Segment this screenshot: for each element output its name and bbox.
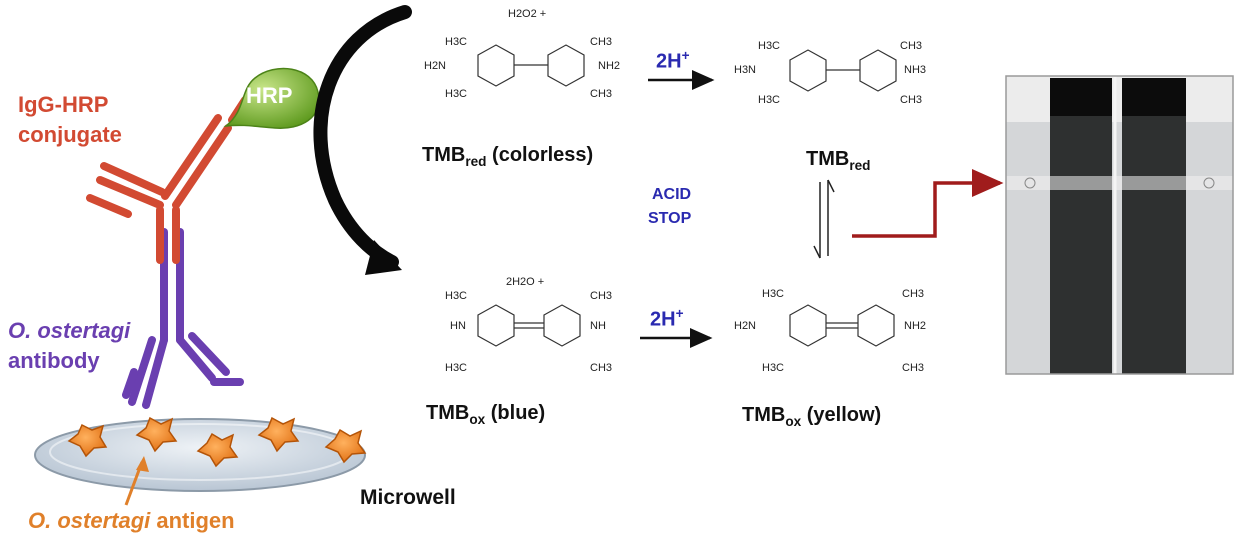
two-h-plus-bottom: 2H+ <box>650 306 684 331</box>
chem-h2n: H2N <box>734 320 757 332</box>
chem-h3c: H3C <box>445 88 468 100</box>
antigen-star-icon <box>324 428 367 464</box>
chem-ch3: CH3 <box>590 36 613 48</box>
antigen-star-icon <box>67 423 108 458</box>
chem-h3c: H3C <box>762 362 785 374</box>
chem-h3c: H3C <box>445 290 468 302</box>
chem-ch3: CH3 <box>590 290 613 302</box>
chem-h3c: H3C <box>445 362 468 374</box>
two-h-plus-top: 2H+ <box>656 48 690 73</box>
conjugate-label-line1: IgG-HRP <box>18 92 109 117</box>
microwell-label: Microwell <box>360 486 456 509</box>
equilibrium-arrows <box>813 179 835 259</box>
acid-label: ACID <box>652 186 692 203</box>
chem-ch3: CH3 <box>902 288 925 300</box>
chem-nh: NH <box>590 320 606 332</box>
chem-h2o2: H2O2 + <box>508 8 547 20</box>
antibody-label-line1: O. ostertagi <box>8 318 131 343</box>
tmb-ox-yellow-label: TMBox (yellow) <box>742 404 882 429</box>
chem-nh3: NH3 <box>904 64 927 76</box>
antigen-star-icon <box>257 416 300 453</box>
conjugate-label-line2: conjugate <box>18 122 122 147</box>
chem-ch3: CH3 <box>902 362 925 374</box>
antigen-star-icons <box>67 416 367 468</box>
chem-nh2: NH2 <box>904 320 927 332</box>
chem-h3c: H3C <box>758 94 781 106</box>
antibody-label-line2: antibody <box>8 348 100 373</box>
chem-h3c: H3C <box>762 288 785 300</box>
chem-ch3: CH3 <box>590 88 613 100</box>
chem-h3c: H3C <box>758 40 781 52</box>
chem-h2n: H2N <box>424 60 447 72</box>
result-arrow <box>852 169 1004 238</box>
antigen-star-icon <box>196 432 239 468</box>
tmb-red-colorless-label: TMBred (colorless) <box>422 144 594 169</box>
chem-h3n: H3N <box>734 64 757 76</box>
chem-2h2o: 2H2O + <box>506 276 545 288</box>
tmb-structures <box>477 44 897 347</box>
tmb-ox-blue-label: TMBox (blue) <box>426 402 546 427</box>
igg-hrp-conjugate <box>86 96 249 264</box>
chem-nh2: NH2 <box>598 60 621 72</box>
chem-ch3: CH3 <box>900 94 923 106</box>
stop-label: STOP <box>648 210 692 227</box>
chem-hn: HN <box>450 320 466 332</box>
reaction-curved-arrow <box>313 5 412 269</box>
chem-h3c: H3C <box>445 36 468 48</box>
antigen-star-icon <box>135 416 178 453</box>
chem-ch3: CH3 <box>900 40 923 52</box>
antigen-label: O. ostertagi antigen <box>28 508 235 533</box>
hrp-enzyme <box>223 67 320 129</box>
chem-ch3: CH3 <box>590 362 613 374</box>
microplate-strip-image <box>1005 75 1234 375</box>
primary-antibody <box>122 228 244 409</box>
hrp-label: HRP <box>246 83 293 108</box>
tmb-red-label: TMBred <box>806 148 871 173</box>
